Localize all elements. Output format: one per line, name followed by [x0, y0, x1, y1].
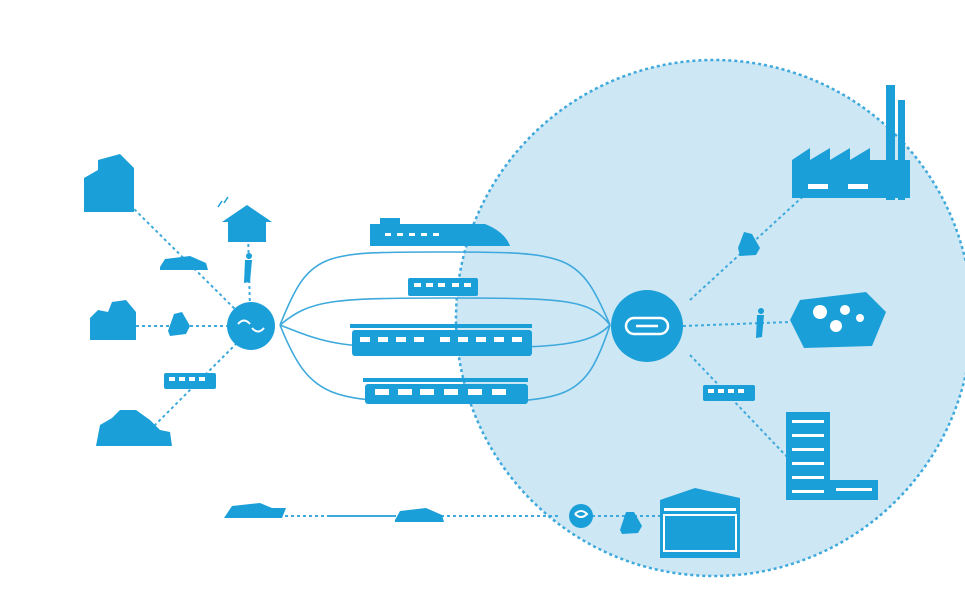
- stadium-icon: [790, 292, 886, 348]
- car-icon: [395, 508, 444, 522]
- bus-icon: [164, 373, 216, 389]
- local-hub-icon: [227, 302, 275, 350]
- bicycle-icon: [738, 232, 760, 256]
- factory-icon: [792, 85, 910, 200]
- bus-icon: [703, 385, 755, 401]
- small-town-icon: [96, 410, 172, 446]
- bus-stop-icon: [569, 504, 593, 528]
- house-icon: [217, 196, 272, 242]
- village-icon: [90, 300, 136, 340]
- tram-icon: [363, 378, 528, 404]
- regional-train-icon: [408, 278, 478, 296]
- double-deck-train-icon: [350, 324, 532, 356]
- pedestrian-icon: [244, 253, 252, 283]
- ship-icon: [224, 503, 286, 518]
- car-icon: [160, 256, 208, 270]
- office-tower-icon: [786, 412, 878, 500]
- right-connections: [682, 189, 811, 461]
- bicycle-icon: [620, 512, 642, 534]
- town-buildings-icon: [84, 154, 134, 212]
- pedestrian-icon: [756, 308, 764, 338]
- bicycle-icon: [168, 312, 190, 336]
- warehouse-icon: [660, 488, 740, 558]
- city-hub-icon: [611, 290, 683, 362]
- high-speed-train-icon: [370, 218, 510, 246]
